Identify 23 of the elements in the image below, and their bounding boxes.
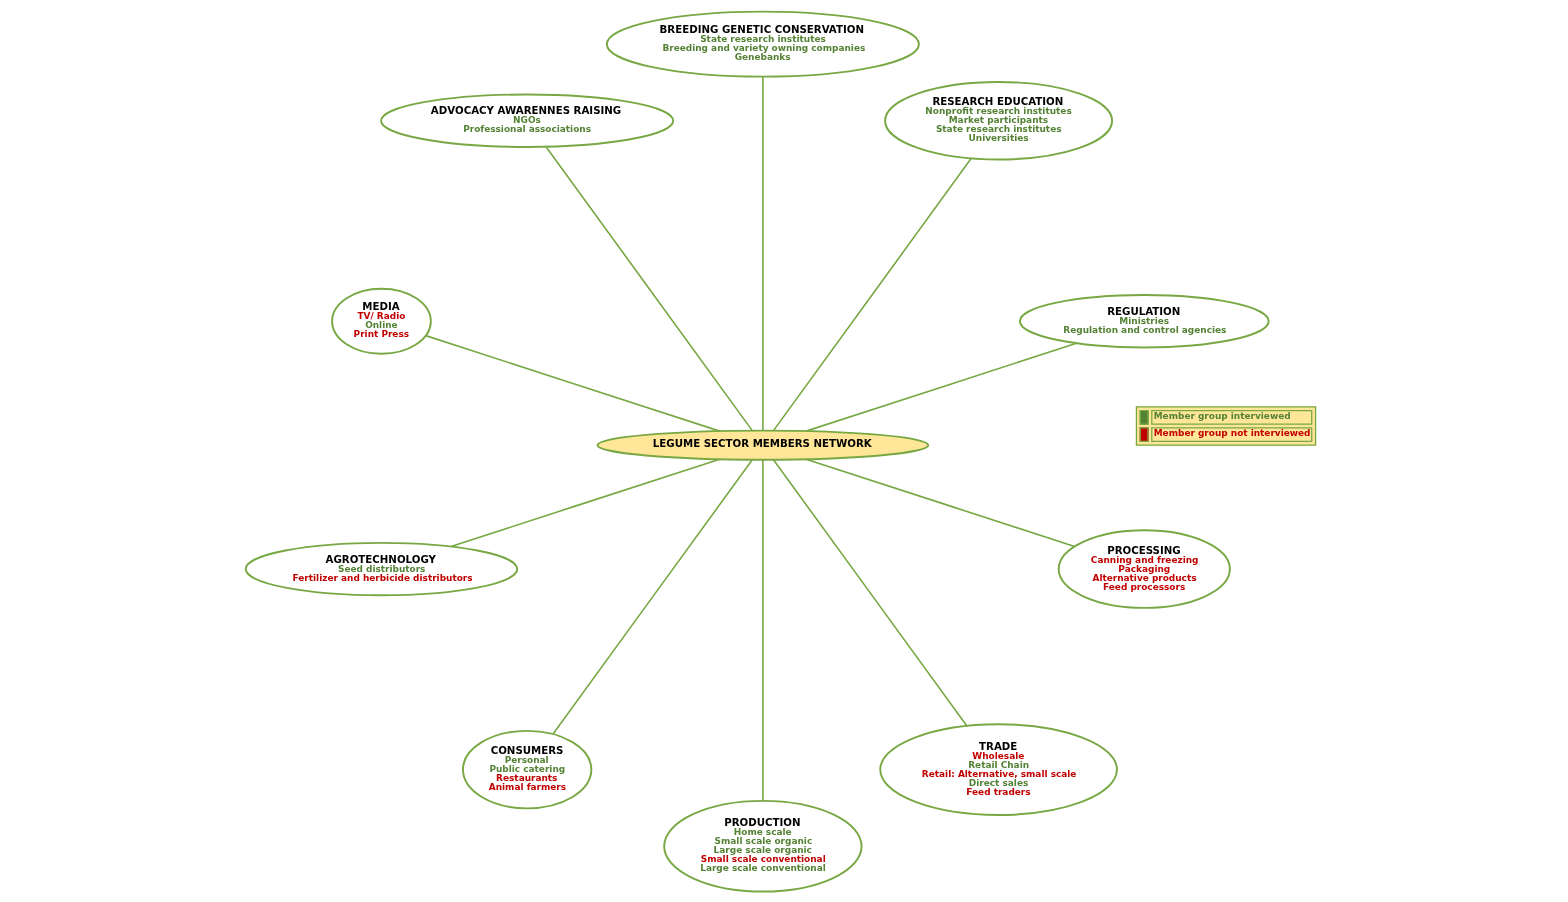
node-ellipse: REGULATION Ministries Regulation and control agencies (1018, 293, 1270, 348)
connector (772, 157, 972, 431)
node-ellipse: TRADE Wholesale Retail Chain Retail: Alternative, small scale Direct sales Feed traders (878, 722, 1118, 816)
connector (449, 457, 720, 547)
connector (804, 457, 1075, 547)
connector (761, 458, 764, 802)
connector (804, 341, 1077, 432)
node-ellipse: MEDIA TV/ Radio Online Print Press (330, 287, 432, 355)
node-ellipse: AGROTECHNOLOGY Seed distributors Fertilizer and herbicide distributors (244, 541, 518, 596)
node-ellipse: PRODUCTION Home scale Small scale organic Large scale organic Small scale conventional Large scale conventional (662, 799, 863, 893)
legend-label: Member group interviewed (1153, 410, 1291, 421)
node-ellipse: PROCESSING Canning and freezing Packaging Alternative products Feed processors (1057, 528, 1231, 609)
connector (772, 458, 968, 727)
node-ellipse: CONSUMERS Personal Public catering Restaurants Animal farmers (461, 729, 592, 809)
node-ellipse: ADVOCACY AWARENNES RAISING NGOs Professional associations (379, 93, 674, 148)
connector (424, 334, 720, 432)
node-ellipse: RESEARCH EDUCATION Nonprofit research institutes Market participants State research institutes Universities (883, 80, 1113, 160)
node-ellipse: BREEDING GENETIC CONSERVATION State research institutes Breeding and variety owning companies Genebanks (605, 10, 920, 78)
connector (551, 458, 753, 735)
legend-label: Member group not interviewed (1153, 427, 1311, 438)
node-ellipse: LEGUME SECTOR MEMBERS NETWORK (596, 429, 929, 461)
connector (544, 145, 753, 431)
connector (761, 75, 764, 431)
